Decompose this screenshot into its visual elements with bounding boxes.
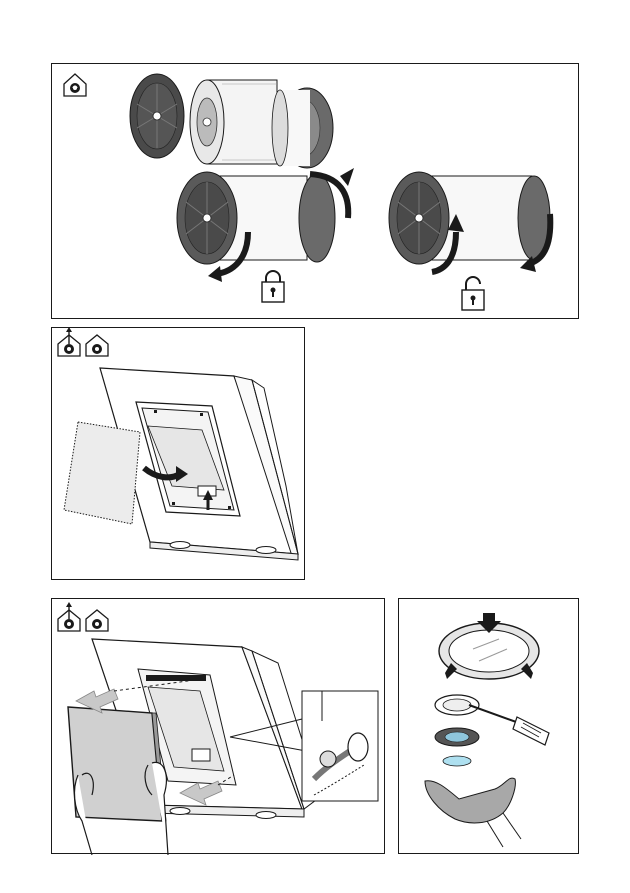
recirculation-mode-icon [86, 610, 108, 631]
grease-filter-sheet [64, 422, 140, 524]
carbon-filter-illustration [52, 64, 580, 320]
lock-closed-icon [262, 271, 284, 302]
glass-panel-panel [51, 598, 385, 854]
screwdriver-icon [469, 705, 549, 745]
carbon-filter-panel [51, 63, 579, 319]
lamp-replacement-panel [398, 598, 579, 854]
recirculation-mode-icon [86, 335, 108, 356]
glass-panel-illustration [52, 599, 386, 855]
extraction-mode-icon [58, 602, 80, 631]
lamp-replacement-illustration [399, 599, 580, 855]
lock-open-icon [462, 277, 484, 310]
filter-assembly-unlock [389, 172, 550, 272]
glove-icon [425, 778, 521, 847]
lamp-fitting-top [439, 613, 539, 679]
motor-housing-cylinder [190, 80, 277, 164]
extraction-mode-icon [58, 327, 80, 356]
filter-assembly-lock [177, 168, 354, 282]
carbon-filter-disc-top [130, 74, 184, 158]
grease-filter-illustration [52, 328, 306, 581]
grease-filter-panel [51, 327, 305, 580]
recirculation-mode-icon [64, 74, 86, 96]
carbon-filter-ring-back [272, 88, 333, 168]
